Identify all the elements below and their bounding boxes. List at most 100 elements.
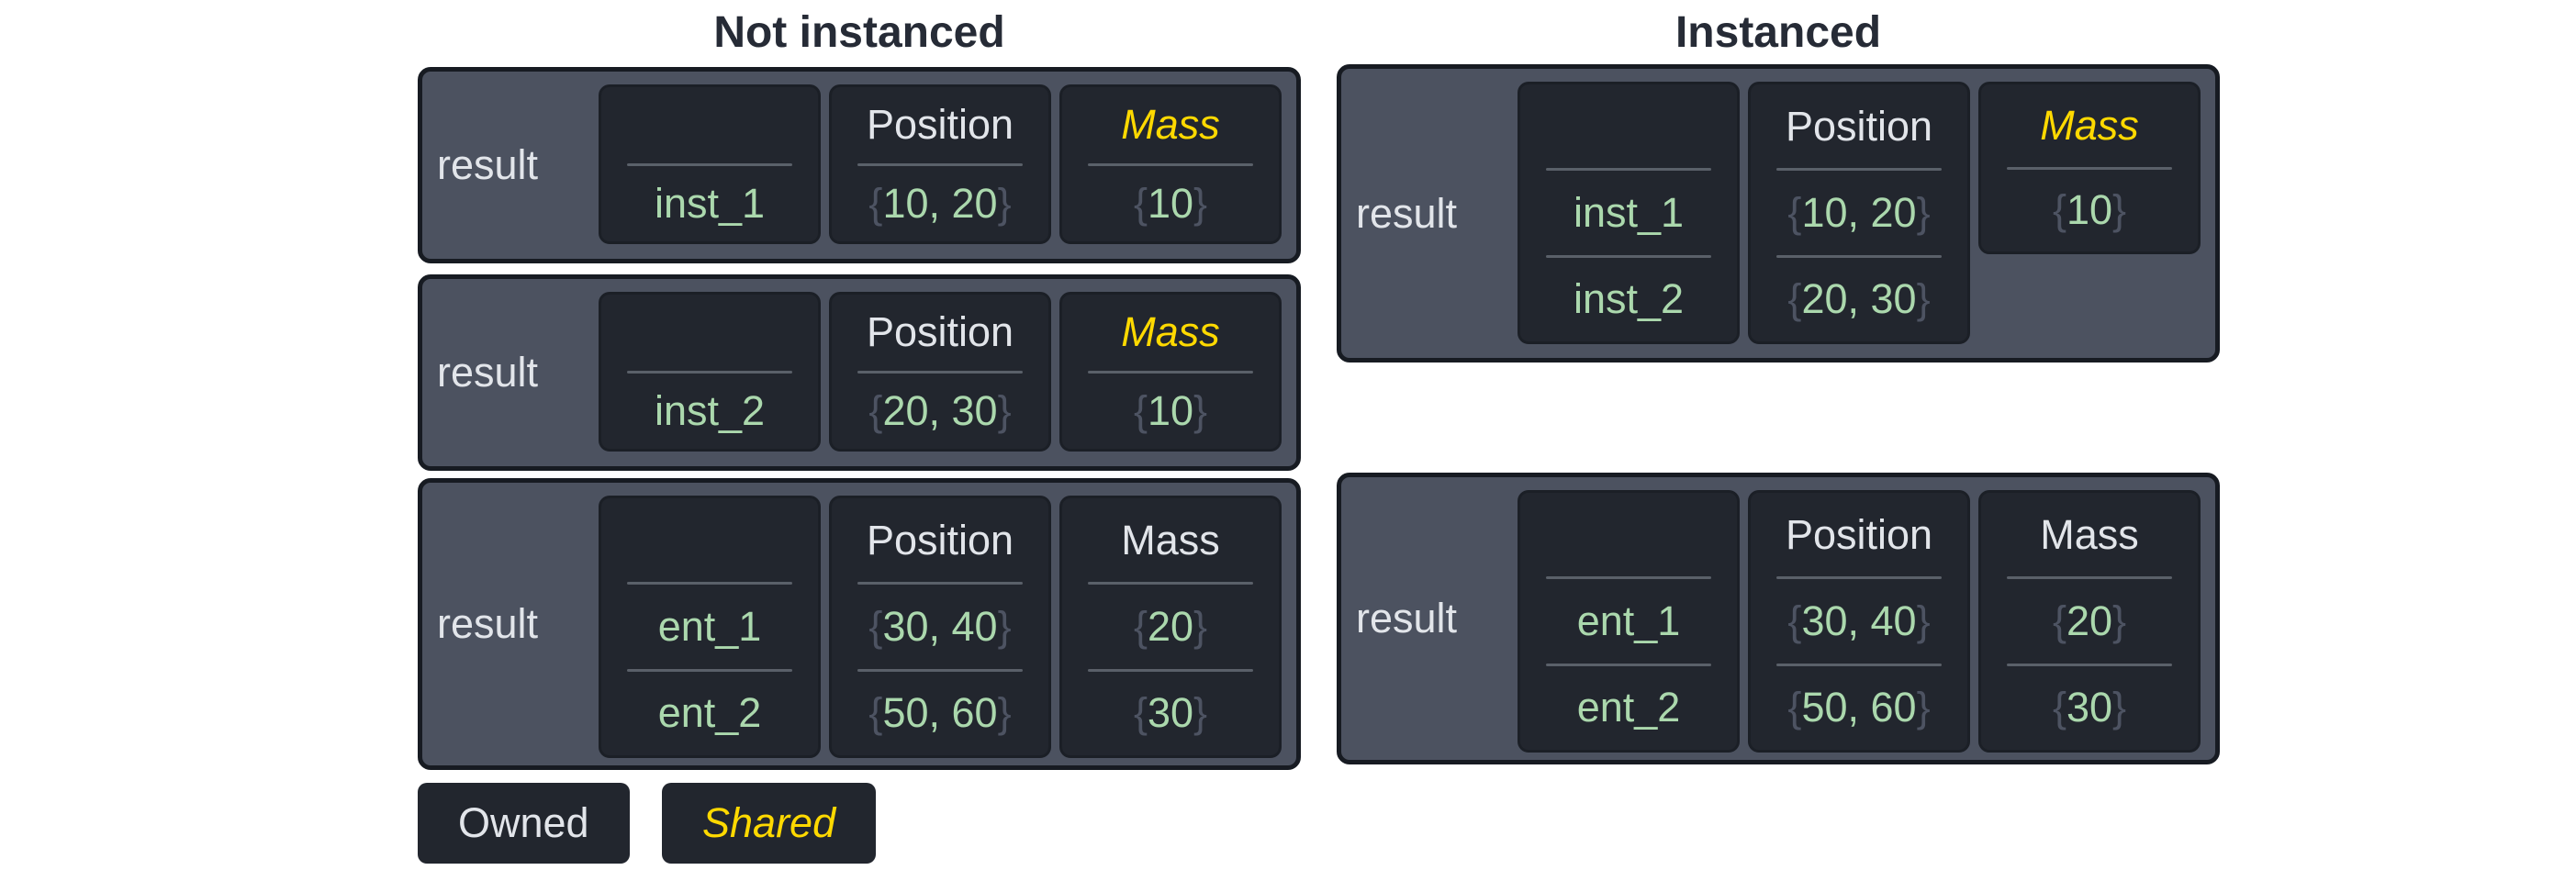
open-brace: {	[1787, 597, 1802, 644]
cells-row: inst_1 inst_2 Position {10, 20} {20, 30}	[1518, 69, 2215, 358]
mass-value: 10	[1147, 179, 1194, 227]
mass-value-row: {10}	[1981, 170, 2198, 252]
open-brace: {	[1133, 179, 1148, 227]
divider	[2007, 166, 2172, 170]
open-brace: {	[868, 602, 883, 650]
divider	[1546, 576, 1711, 580]
open-brace: {	[1133, 689, 1148, 737]
divider	[857, 582, 1023, 586]
open-brace: {	[868, 179, 883, 227]
mass-value-row: {20}	[1981, 579, 2198, 663]
mass-column-header-shared: Mass	[1121, 308, 1220, 356]
entity-column-cell: ent_1 ent_2	[599, 496, 821, 758]
legend-owned-label: Owned	[458, 799, 589, 846]
position-value-row: {50, 60}	[832, 672, 1048, 755]
position-value-row: {30, 40}	[1751, 579, 1967, 663]
mass-column-cell: Mass {10}	[1059, 292, 1282, 452]
mass-column-cell: Mass {10}	[1059, 84, 1282, 244]
result-label: result	[1341, 477, 1518, 760]
entity-column-cell: ent_1 ent_2	[1518, 490, 1740, 753]
close-brace: }	[997, 386, 1012, 434]
divider	[1776, 168, 1942, 172]
divider	[1546, 663, 1711, 666]
table-not-instanced-entities: result ent_1 ent_2 Position {30, 40}	[418, 478, 1301, 770]
entity-column-header	[601, 87, 818, 163]
mass-value-row: {10}	[1062, 166, 1279, 242]
entity-name: ent_2	[657, 689, 762, 737]
entity-name-row: ent_1	[601, 585, 818, 668]
position-column-header: Position	[1785, 510, 1933, 558]
result-text: result	[437, 600, 539, 647]
divider	[1776, 663, 1942, 666]
position-column-header: Position	[866, 308, 1014, 356]
position-column-header: Position	[866, 101, 1014, 149]
position-value-row: {30, 40}	[832, 585, 1048, 668]
divider	[1776, 576, 1942, 580]
result-text: result	[437, 349, 539, 396]
legend-owned-chip: Owned	[418, 783, 630, 864]
position-value: 30, 40	[882, 602, 998, 650]
divider	[2007, 576, 2172, 580]
mass-value: 10	[1147, 386, 1194, 434]
mass-column-cell-shared-single: Mass {10}	[1978, 82, 2201, 254]
position-value-row: {10, 20}	[1751, 171, 1967, 254]
open-brace: {	[1133, 602, 1148, 650]
divider	[1088, 162, 1253, 166]
entity-name-row: ent_1	[1520, 579, 1737, 663]
open-brace: {	[868, 386, 883, 434]
mass-column-cell: Mass {20} {30}	[1978, 490, 2201, 753]
result-text: result	[1356, 189, 1458, 237]
close-brace: }	[997, 689, 1012, 737]
divider	[857, 162, 1023, 166]
entity-column-cell: inst_2	[599, 292, 821, 452]
mass-column-header-shared: Mass	[2040, 101, 2139, 149]
entity-name-row: inst_2	[1520, 258, 1737, 341]
position-value: 50, 60	[882, 689, 998, 737]
position-column-header: Position	[866, 516, 1014, 563]
mass-value-row: {30}	[1062, 672, 1279, 755]
table-instanced-entities: result ent_1 ent_2 Position {30, 40}	[1337, 473, 2220, 764]
cells-row: inst_1 Position {10, 20} Mass {10}	[599, 72, 1296, 259]
divider	[1088, 582, 1253, 586]
open-brace: {	[2052, 597, 2066, 644]
result-text: result	[437, 141, 539, 188]
position-value: 30, 40	[1801, 597, 1917, 644]
entity-name-row: inst_1	[601, 166, 818, 242]
result-label: result	[1341, 69, 1518, 358]
position-column-cell: Position {30, 40} {50, 60}	[1748, 490, 1970, 753]
divider	[627, 668, 792, 672]
position-value: 20, 30	[882, 386, 998, 434]
divider	[1776, 254, 1942, 258]
close-brace: }	[1193, 689, 1208, 737]
position-value: 10, 20	[1801, 188, 1917, 236]
open-brace: {	[868, 689, 883, 737]
cells-row: ent_1 ent_2 Position {30, 40} {50, 60}	[599, 483, 1296, 765]
position-column-cell: Position {10, 20} {20, 30}	[1748, 82, 1970, 344]
close-brace: }	[1916, 188, 1931, 236]
result-text: result	[1356, 595, 1458, 641]
entity-name: inst_1	[1573, 188, 1685, 236]
divider	[1088, 668, 1253, 672]
entity-name: inst_1	[654, 179, 766, 227]
close-brace: }	[1193, 179, 1208, 227]
open-brace: {	[1787, 275, 1802, 323]
entity-column-header	[1520, 84, 1737, 168]
mass-column-header-shared: Mass	[1121, 101, 1220, 149]
close-brace: }	[2112, 597, 2127, 644]
mass-column-cell: Mass {20} {30}	[1059, 496, 1282, 758]
position-column-header: Position	[1785, 102, 1933, 150]
mass-value: 30	[2066, 684, 2113, 731]
close-brace: }	[2112, 186, 2127, 234]
mass-value-row: {20}	[1062, 585, 1279, 668]
open-brace: {	[1133, 386, 1148, 434]
entity-name: inst_2	[654, 386, 766, 434]
close-brace: }	[2112, 684, 2127, 731]
result-label: result	[422, 279, 599, 466]
mass-value: 30	[1147, 689, 1194, 737]
mass-column-header: Mass	[2040, 510, 2139, 558]
mass-value: 10	[2066, 186, 2113, 234]
position-value-row: {50, 60}	[1751, 666, 1967, 750]
entity-name: ent_2	[1576, 684, 1681, 731]
divider	[857, 370, 1023, 374]
